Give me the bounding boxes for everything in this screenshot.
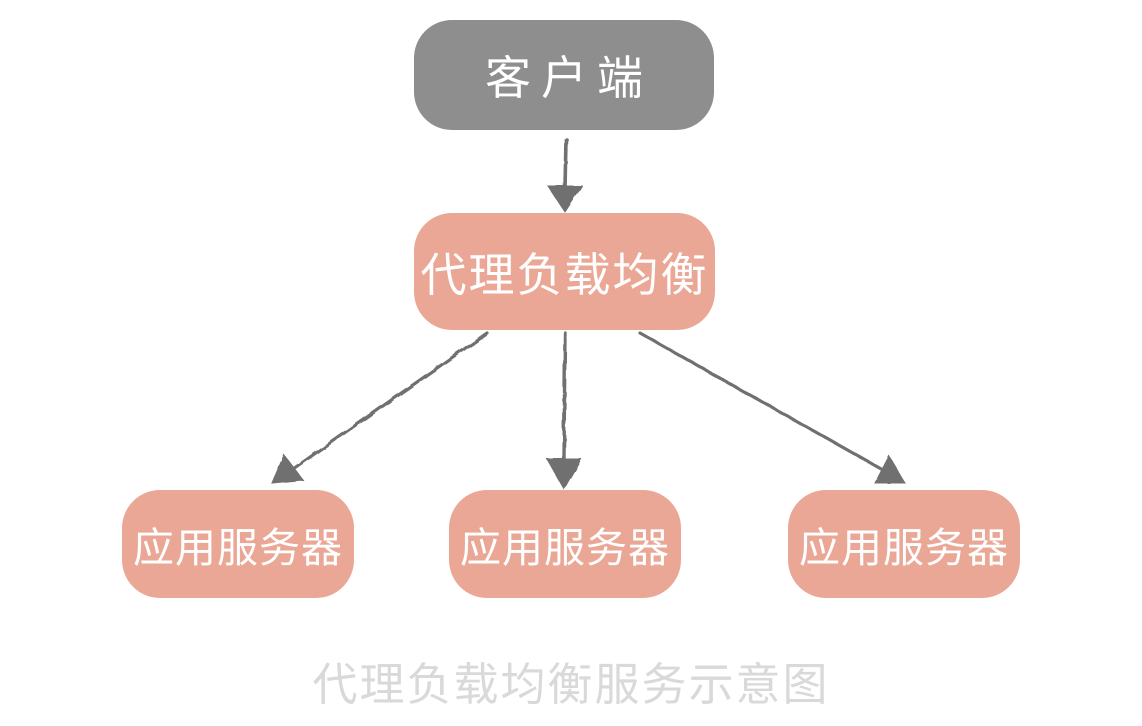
node-app-server-3-label: 应用服务器: [799, 524, 1009, 572]
arrow-shaft: [563, 137, 568, 190]
arrow-balancer-to-app3: [638, 331, 906, 484]
arrow-shaft: [291, 331, 489, 471]
diagram-caption: 代理负载均衡服务示意图: [312, 658, 830, 711]
arrow-head-icon: [874, 454, 906, 484]
arrow-client-to-balancer: [547, 137, 583, 213]
arrow-head-icon: [547, 185, 583, 213]
node-app-server-3: 应用服务器: [788, 490, 1020, 598]
node-app-server-1: 应用服务器: [122, 490, 354, 598]
arrow-head-icon: [546, 458, 582, 491]
node-client: 客户端: [414, 20, 714, 130]
arrow-head-icon: [271, 454, 304, 484]
node-load-balancer: 代理负载均衡: [414, 213, 715, 330]
node-client-label: 客户端: [485, 51, 653, 105]
arrow-shaft: [562, 331, 567, 461]
node-app-server-1-label: 应用服务器: [133, 524, 343, 572]
node-app-server-2-label: 应用服务器: [460, 524, 670, 572]
node-load-balancer-label: 代理负载均衡: [420, 247, 709, 302]
arrow-shaft: [638, 331, 885, 472]
arrow-balancer-to-app2: [546, 331, 582, 491]
node-app-server-2: 应用服务器: [449, 490, 681, 598]
arrow-balancer-to-app1: [271, 331, 489, 484]
